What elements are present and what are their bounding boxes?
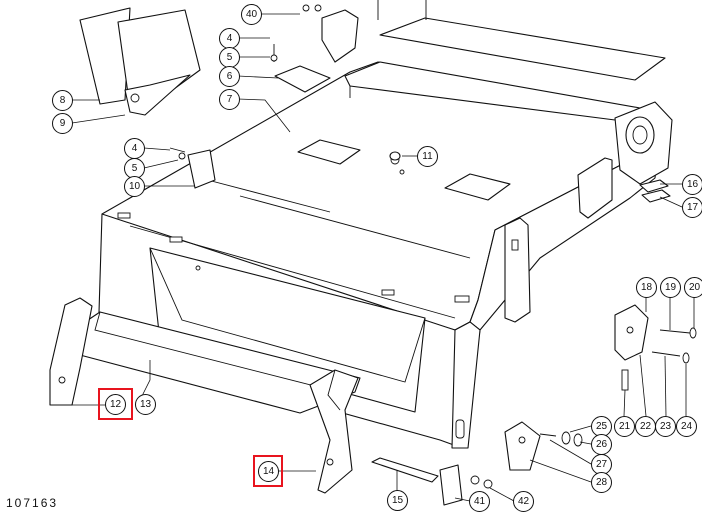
callout-18: 18	[636, 277, 657, 298]
slot	[455, 419, 465, 439]
callout-4-upper: 4	[219, 28, 240, 49]
panel-line	[199, 177, 331, 213]
callout-15: 15	[387, 490, 408, 511]
opening-inner-edge	[149, 247, 426, 383]
bolt-hole	[326, 458, 334, 466]
callout-12: 12	[105, 394, 126, 415]
slot	[454, 295, 470, 303]
axle-bore	[632, 125, 648, 145]
bolt-hole	[518, 436, 526, 444]
highlight-callout-12	[98, 388, 133, 420]
washer	[270, 54, 278, 62]
callout-28: 28	[591, 472, 612, 493]
part-8-panel	[79, 7, 131, 105]
callout-21: 21	[614, 416, 635, 437]
callout-41: 41	[469, 491, 490, 512]
bolt-hole	[130, 93, 140, 103]
callout-7: 7	[219, 89, 240, 110]
callout-19: 19	[660, 277, 681, 298]
callout-16: 16	[682, 174, 702, 195]
bolt-hole	[195, 265, 201, 271]
part-16-clip	[639, 179, 669, 193]
nut	[573, 433, 583, 447]
panel-line	[129, 225, 456, 319]
washer	[302, 4, 310, 12]
part-11-plug	[389, 151, 401, 161]
part-14-support	[309, 369, 359, 494]
callout-6: 6	[219, 66, 240, 87]
callout-9: 9	[52, 113, 73, 134]
callout-17: 17	[682, 197, 702, 218]
part-15-strip	[371, 457, 439, 483]
part-9-bracket	[124, 74, 191, 116]
callout-11: 11	[417, 146, 438, 167]
washer	[689, 327, 697, 339]
nut	[483, 479, 493, 489]
callout-4-lower: 4	[124, 138, 145, 159]
washer	[682, 352, 690, 364]
deflector-fold	[94, 311, 351, 396]
callout-8: 8	[52, 90, 73, 111]
support-fold	[327, 369, 341, 411]
bolt-hole	[58, 376, 66, 384]
hatch-rear	[444, 173, 511, 201]
callout-13: 13	[135, 394, 156, 415]
bolt-hole	[399, 169, 405, 175]
part-40-cover	[321, 9, 359, 63]
part-17-clip	[641, 189, 671, 203]
callout-23: 23	[655, 416, 676, 437]
callout-40: 40	[241, 4, 262, 25]
nut	[314, 4, 322, 12]
bolt	[169, 147, 186, 153]
corner-post	[451, 321, 481, 449]
part-10-bracket	[187, 149, 216, 189]
bolt	[651, 351, 681, 357]
side-bracket	[577, 157, 613, 219]
part-6-hatch-cover	[274, 65, 331, 93]
bolt	[621, 369, 629, 391]
highlight-callout-14	[253, 455, 283, 487]
callout-10: 10	[124, 176, 145, 197]
callout-26: 26	[591, 434, 612, 455]
callout-22: 22	[635, 416, 656, 437]
slot	[169, 236, 183, 243]
frame-opening	[149, 247, 426, 413]
part-41-plate	[439, 464, 463, 506]
drawing-number: 107163	[6, 496, 59, 510]
slot	[381, 289, 395, 296]
panel-line	[239, 195, 471, 259]
washer	[561, 431, 571, 445]
bolt-hole	[626, 326, 634, 334]
callout-14: 14	[258, 461, 279, 482]
callout-20: 20	[684, 277, 702, 298]
bolt	[659, 329, 691, 334]
callout-42: 42	[513, 491, 534, 512]
top-cover-strip	[379, 17, 666, 81]
callout-5-upper: 5	[219, 47, 240, 68]
callout-24: 24	[676, 416, 697, 437]
part-28-plate	[504, 421, 541, 471]
washer	[178, 152, 186, 160]
slot	[511, 239, 519, 251]
washer	[470, 475, 480, 485]
bolt	[539, 433, 557, 437]
hatch-front	[297, 139, 361, 165]
vertical-post-right	[504, 217, 531, 323]
slot	[117, 212, 131, 219]
